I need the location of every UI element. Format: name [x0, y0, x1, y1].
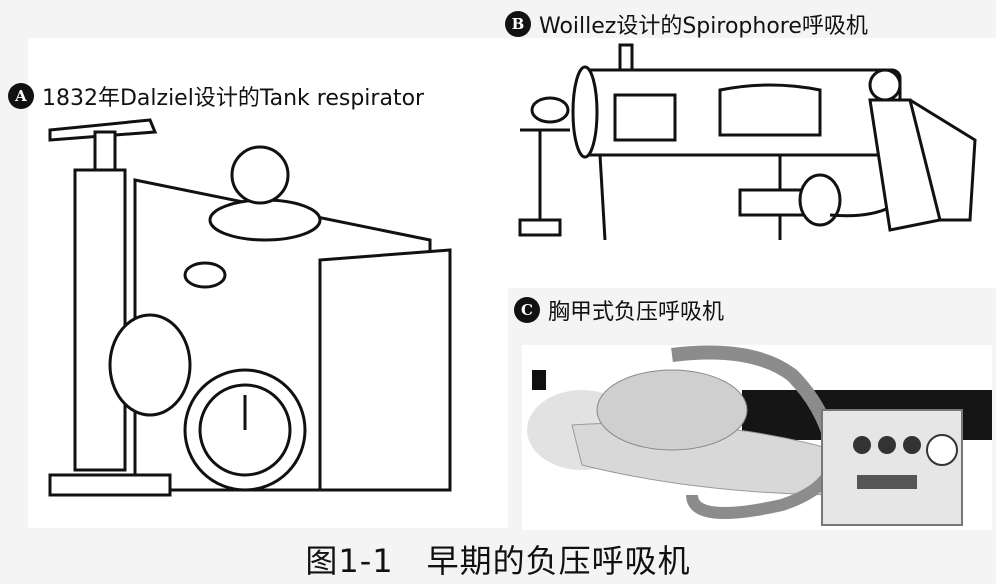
panel-b-badge: B [505, 11, 531, 37]
panel-a-label: A 1832年Dalziel设计的Tank respirator [8, 80, 424, 112]
panel-c-badge: C [514, 297, 540, 323]
panel-a-title: 1832年Dalziel设计的Tank respirator [42, 86, 425, 111]
spirophore-illustration [518, 43, 977, 241]
tank-respirator-illustration [48, 118, 452, 497]
panel-c-label: C 胸甲式负压呼吸机 [514, 294, 724, 326]
panel-a-badge: A [8, 83, 34, 109]
panel-b-label: B Woillez设计的Spirophore呼吸机 [505, 8, 868, 40]
panel-b-title: Woillez设计的Spirophore呼吸机 [539, 14, 868, 39]
figure-caption: 图1-1 早期的负压呼吸机 [305, 542, 691, 580]
panel-c-title: 胸甲式负压呼吸机 [548, 300, 725, 325]
cuirass-respirator-photo [522, 345, 992, 530]
